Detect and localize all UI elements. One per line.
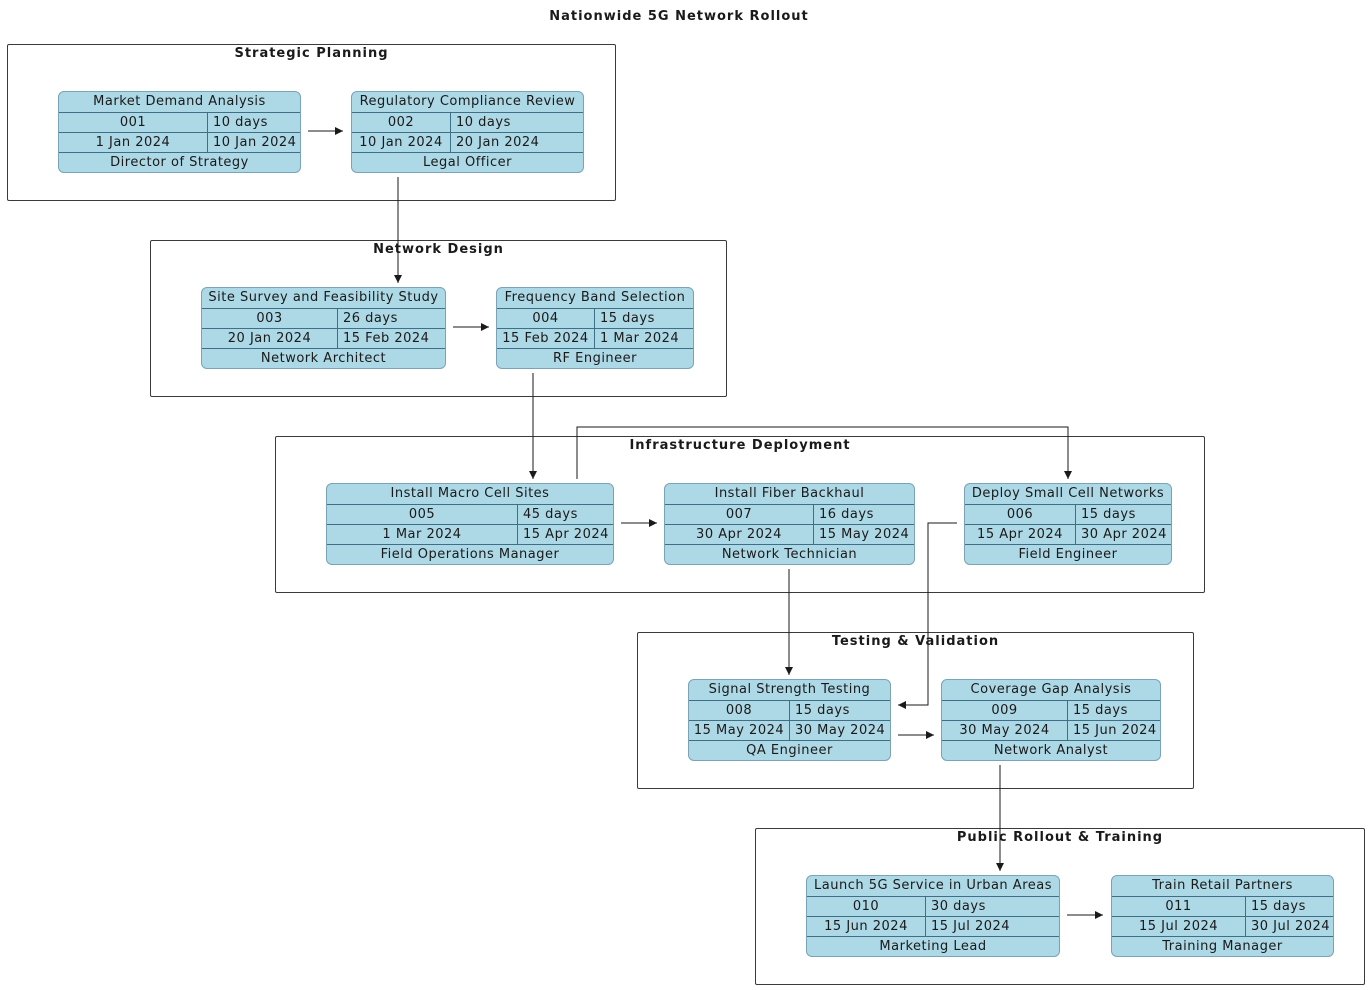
task-duration: 15 days: [795, 703, 850, 718]
task-duration: 45 days: [523, 507, 578, 522]
task-card[interactable]: Deploy Small Cell Networks 006 15 days 15…: [964, 483, 1172, 565]
task-name: Site Survey and Feasibility Study: [208, 290, 439, 305]
task-end: 1 Mar 2024: [600, 331, 680, 346]
task-end: 15 Feb 2024: [343, 331, 430, 346]
task-owner: Field Engineer: [1018, 547, 1118, 562]
task-end: 20 Jan 2024: [456, 135, 540, 150]
task-name: Deploy Small Cell Networks: [971, 486, 1165, 501]
task-end: 15 Apr 2024: [523, 527, 609, 542]
task-name: Coverage Gap Analysis: [970, 682, 1132, 697]
group-title: Testing & Validation: [831, 634, 1000, 649]
group-title: Public Rollout & Training: [956, 830, 1164, 845]
task-end: 15 Jun 2024: [1073, 723, 1157, 738]
task-name: Market Demand Analysis: [93, 94, 266, 109]
group-network-design: Network Design: [150, 240, 727, 397]
task-owner: RF Engineer: [552, 351, 638, 366]
task-end: 30 May 2024: [795, 723, 886, 738]
link-006-008: [898, 522, 957, 709]
task-name: Signal Strength Testing: [708, 682, 871, 697]
task-owner: Network Architect: [260, 351, 387, 366]
task-id: 003: [202, 309, 338, 328]
task-name: Train Retail Partners: [1152, 878, 1293, 893]
task-start: 10 Jan 2024: [352, 133, 451, 152]
task-name: Frequency Band Selection: [504, 290, 686, 305]
task-id: 011: [1112, 897, 1246, 916]
task-end: 30 Jul 2024: [1251, 919, 1331, 934]
task-card[interactable]: Launch 5G Service in Urban Areas 010 30 d…: [806, 875, 1060, 957]
task-id: 005: [327, 505, 518, 524]
task-id: 008: [689, 701, 790, 720]
task-card[interactable]: Signal Strength Testing 008 15 days 15 Ma…: [688, 679, 891, 761]
group-title: Infrastructure Deployment: [629, 438, 851, 453]
task-start: 30 May 2024: [942, 721, 1068, 740]
task-duration: 15 days: [1081, 507, 1136, 522]
task-card[interactable]: Frequency Band Selection 004 15 days 15 F…: [496, 287, 694, 369]
task-id: 009: [942, 701, 1068, 720]
task-start: 30 Apr 2024: [665, 525, 814, 544]
task-name: Launch 5G Service in Urban Areas: [814, 878, 1052, 893]
task-duration: 16 days: [819, 507, 874, 522]
task-id: 007: [665, 505, 814, 524]
task-start: 15 Apr 2024: [965, 525, 1076, 544]
task-card[interactable]: Install Macro Cell Sites 005 45 days 1 Ma…: [326, 483, 614, 565]
task-owner: Legal Officer: [423, 155, 512, 170]
task-end: 30 Apr 2024: [1081, 527, 1167, 542]
task-id: 004: [497, 309, 595, 328]
task-duration: 26 days: [343, 311, 398, 326]
task-end: 10 Jan 2024: [213, 135, 297, 150]
task-card[interactable]: Market Demand Analysis 001 10 days 1 Jan …: [58, 91, 301, 173]
task-owner: Field Operations Manager: [380, 547, 560, 562]
group-infrastructure-deployment: Infrastructure Deployment: [275, 436, 1205, 593]
task-name: Install Macro Cell Sites: [390, 486, 550, 501]
group-title: Network Design: [373, 242, 504, 257]
group-strategic-planning: Strategic Planning: [7, 44, 616, 201]
page-title: Nationwide 5G Network Rollout: [549, 9, 809, 24]
task-id: 010: [807, 897, 926, 916]
group-testing-validation: Testing & Validation: [637, 632, 1194, 789]
task-end: 15 Jul 2024: [931, 919, 1011, 934]
task-id: 006: [965, 505, 1076, 524]
task-id: 001: [59, 113, 208, 132]
group-title: Strategic Planning: [234, 46, 389, 61]
task-card[interactable]: Site Survey and Feasibility Study 003 26 …: [201, 287, 446, 369]
task-duration: 30 days: [931, 899, 986, 914]
task-start: 15 Jul 2024: [1112, 917, 1246, 936]
task-duration: 10 days: [213, 115, 268, 130]
task-name: Install Fiber Backhaul: [714, 486, 865, 501]
task-start: 15 May 2024: [689, 721, 790, 740]
task-id: 002: [352, 113, 451, 132]
task-duration: 15 days: [1073, 703, 1128, 718]
task-start: 15 Jun 2024: [807, 917, 926, 936]
task-owner: Marketing Lead: [879, 939, 987, 954]
task-owner: Network Analyst: [993, 743, 1109, 758]
task-owner: Network Technician: [721, 547, 858, 562]
task-duration: 15 days: [1251, 899, 1306, 914]
task-owner: Training Manager: [1162, 939, 1283, 954]
task-name: Regulatory Compliance Review: [359, 94, 576, 109]
task-card[interactable]: Train Retail Partners 011 15 days 15 Jul …: [1111, 875, 1334, 957]
task-start: 20 Jan 2024: [202, 329, 338, 348]
task-owner: QA Engineer: [746, 743, 833, 758]
task-end: 15 May 2024: [819, 527, 910, 542]
group-public-rollout-training: Public Rollout & Training: [755, 828, 1365, 985]
link-005-006: [576, 426, 1072, 479]
task-start: 1 Mar 2024: [327, 525, 518, 544]
task-duration: 10 days: [456, 115, 511, 130]
task-owner: Director of Strategy: [110, 155, 249, 170]
task-card[interactable]: Coverage Gap Analysis 009 15 days 30 May …: [941, 679, 1161, 761]
task-duration: 15 days: [600, 311, 655, 326]
task-card[interactable]: Install Fiber Backhaul 007 16 days 30 Apr…: [664, 483, 915, 565]
task-start: 1 Jan 2024: [59, 133, 208, 152]
task-start: 15 Feb 2024: [497, 329, 595, 348]
